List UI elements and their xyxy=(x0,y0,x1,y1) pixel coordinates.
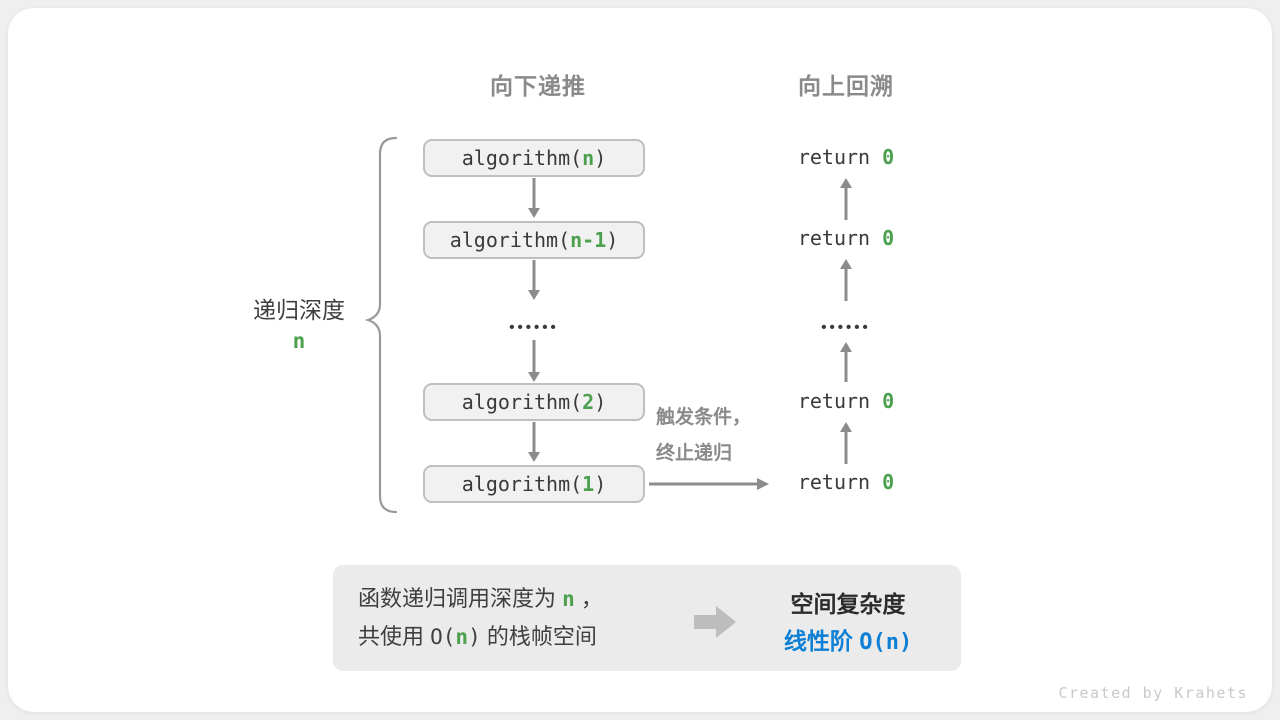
return-statement: return 0 xyxy=(746,145,946,171)
summary-var-n: n xyxy=(455,625,469,649)
return-value: 0 xyxy=(882,389,895,413)
header-downward-recursion: 向下递推 xyxy=(490,73,586,99)
return-statement: return 0 xyxy=(746,389,946,415)
return-keyword: return xyxy=(797,470,883,494)
return-keyword: return xyxy=(797,226,883,250)
summary-var-n: n xyxy=(562,587,575,611)
diagram-card: 向下递推 向上回溯 递归深度 n algorithm(n) algorithm(… xyxy=(8,8,1272,712)
call-box-algorithm-1: algorithm(1) xyxy=(423,465,645,503)
call-box-code: algorithm( xyxy=(461,472,583,496)
call-box-close: ) xyxy=(594,390,607,414)
call-box-arg: n-1 xyxy=(570,228,607,252)
return-value: 0 xyxy=(882,470,895,494)
complexity-order-label: 线性阶 xyxy=(783,628,860,654)
recursion-depth-variable: n xyxy=(292,329,306,353)
arrow-down-icon xyxy=(528,340,540,382)
summary-line-2: 共使用 O(n) 的栈帧空间 xyxy=(358,623,688,651)
return-keyword: return xyxy=(797,389,883,413)
trigger-line-1: 触发条件， xyxy=(656,407,752,428)
call-box-algorithm-n-1: algorithm(n-1) xyxy=(423,221,645,259)
call-box-arg: 2 xyxy=(582,390,595,414)
call-box-algorithm-2: algorithm(2) xyxy=(423,383,645,421)
arrow-down-icon xyxy=(528,178,540,218)
summary-text: 的栈帧空间 xyxy=(480,624,597,649)
call-box-algorithm-n: algorithm(n) xyxy=(423,139,645,177)
space-complexity-title: 空间复杂度 xyxy=(790,591,906,617)
summary-text: 函数递归调用深度为 xyxy=(358,586,563,611)
summary-line-1: 函数递归调用深度为 n ， xyxy=(358,585,688,613)
arrow-right-icon xyxy=(649,478,769,490)
call-box-arg: 1 xyxy=(582,472,595,496)
call-box-arg: n xyxy=(582,146,595,170)
return-value: 0 xyxy=(882,226,895,250)
call-box-close: ) xyxy=(594,472,607,496)
right-ellipsis: •••••• xyxy=(821,319,871,336)
recursion-depth-label: 递归深度 xyxy=(253,297,345,323)
arrow-up-icon xyxy=(840,342,852,382)
return-statement: return 0 xyxy=(746,226,946,252)
arrow-down-icon xyxy=(528,260,540,300)
call-box-code: algorithm( xyxy=(461,390,583,414)
arrow-up-icon xyxy=(840,259,852,301)
header-upward-backtracking: 向上回溯 xyxy=(798,73,894,99)
summary-box xyxy=(333,565,961,671)
big-o-code: O(n) xyxy=(859,630,913,655)
call-box-code: algorithm( xyxy=(461,146,583,170)
arrow-down-icon xyxy=(528,422,540,462)
return-value: 0 xyxy=(882,145,895,169)
left-ellipsis: •••••• xyxy=(509,319,559,336)
block-arrow-right-icon xyxy=(694,606,736,638)
call-box-close: ) xyxy=(594,146,607,170)
arrow-up-icon xyxy=(840,178,852,220)
big-o-code: O( xyxy=(430,625,456,649)
summary-text: ， xyxy=(574,586,603,611)
big-o-code: ) xyxy=(468,625,481,649)
summary-text: 共使用 xyxy=(358,624,431,649)
call-box-close: ) xyxy=(606,228,619,252)
watermark-credit: Created by Krahets xyxy=(1058,684,1248,702)
space-complexity-value: 线性阶 O(n) xyxy=(748,622,948,656)
return-keyword: return xyxy=(797,145,883,169)
arrow-up-icon xyxy=(840,422,852,464)
trigger-line-2: 终止递归 xyxy=(656,443,733,464)
return-statement: return 0 xyxy=(746,470,946,496)
call-box-code: algorithm( xyxy=(449,228,571,252)
trigger-condition-label: 触发条件， 终止递归 xyxy=(656,400,766,472)
curly-brace xyxy=(364,136,398,514)
